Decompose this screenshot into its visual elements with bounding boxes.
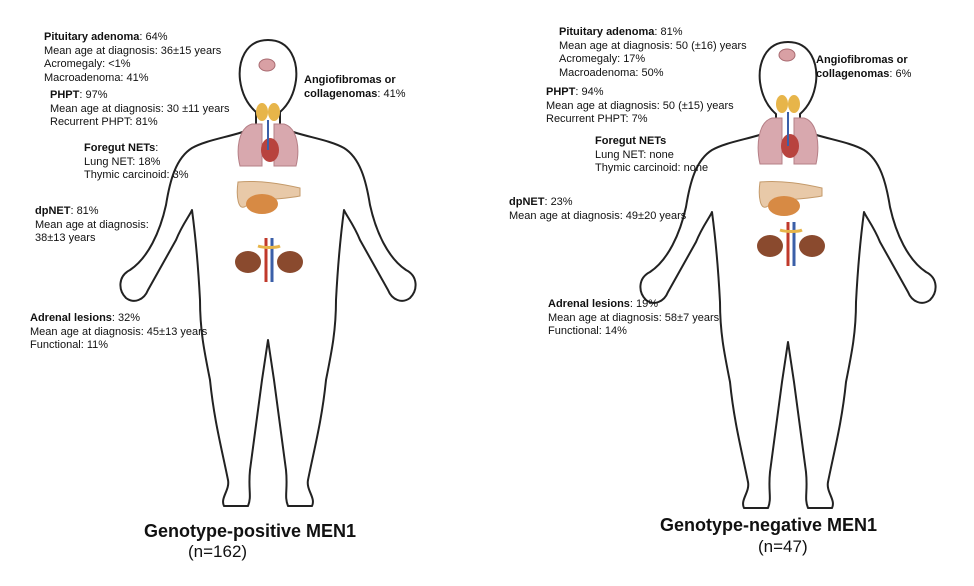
body-outline (119, 39, 417, 507)
sample-size: (n=47) (758, 537, 808, 556)
lungs-organ (237, 120, 299, 167)
dpnet-label: dpNET: 23% Mean age at diagnosis: 49±20 … (509, 196, 687, 222)
lungs-organ (757, 112, 819, 165)
thyroid-organ (776, 95, 800, 113)
pituitary-organ (778, 48, 796, 62)
foregut-nets-label: Foregut NETs Lung NET: none Thymic carci… (595, 135, 709, 174)
pituitary-label: Pituitary adenoma: 81% Mean age at diagn… (559, 26, 747, 79)
angiofibromas-label: Angiofibromas or collagenomas: 6% (816, 54, 912, 80)
adrenal-lesions-label: Adrenal lesions: 32% Mean age at diagnos… (30, 312, 208, 351)
body-figure (119, 39, 417, 507)
angiofibromas-label: Angiofibromas or collagenomas: 41% (304, 74, 406, 100)
panel-title: Genotype-positive MEN1 (144, 521, 357, 541)
thyroid-organ (256, 103, 280, 121)
kidneys-organ (235, 238, 303, 282)
body-figure (639, 41, 937, 509)
pituitary-label: Pituitary adenoma: 64% Mean age at diagn… (44, 31, 222, 84)
pancreas-organ (758, 181, 823, 216)
pituitary-organ (258, 58, 276, 72)
foregut-nets-label: Foregut NETs: Lung NET: 18% Thymic carci… (84, 142, 189, 181)
sample-size: (n=162) (188, 542, 248, 561)
panel-genotype-negative: Pituitary adenoma: 81% Mean age at diagn… (487, 0, 974, 586)
dpnet-label: dpNET: 81% Mean age at diagnosis: 38±13 … (35, 205, 149, 244)
panel-title: Genotype-negative MEN1 (660, 515, 878, 535)
body-outline (639, 41, 937, 509)
kidneys-organ (757, 222, 825, 266)
phpt-label: PHPT: 94% Mean age at diagnosis: 50 (±15… (546, 86, 734, 125)
panel-genotype-positive: Pituitary adenoma: 64% Mean age at diagn… (30, 31, 417, 561)
pancreas-organ (236, 181, 301, 214)
phpt-label: PHPT: 97% Mean age at diagnosis: 30 ±11 … (50, 89, 230, 128)
adrenal-lesions-label: Adrenal lesions: 19% Mean age at diagnos… (548, 298, 720, 337)
